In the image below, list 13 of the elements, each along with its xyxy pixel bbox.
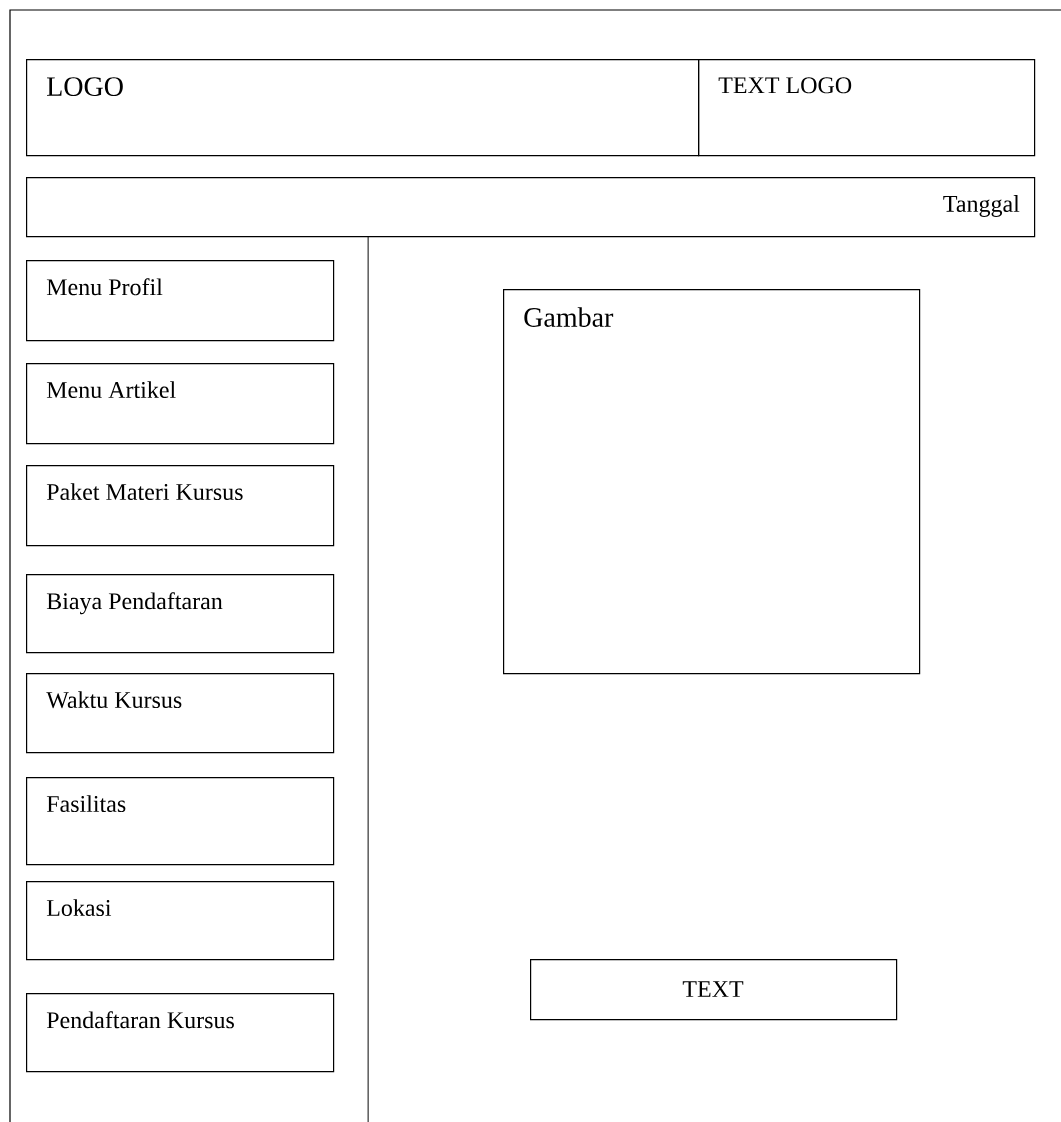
menu-button: Biaya Pendaftaran	[26, 574, 335, 654]
menu-button: Paket Materi Kursus	[26, 465, 335, 547]
menu-button: Lokasi	[26, 881, 335, 961]
header-cell: TEXT LOGO	[698, 59, 1036, 157]
menu-button: Menu Artikel	[26, 363, 335, 445]
menu-button: Pendaftaran Kursus	[26, 993, 335, 1073]
menu-button: Fasilitas	[26, 777, 335, 866]
date-bar: Tanggal	[26, 177, 1036, 238]
picture-box: Gambar	[503, 289, 921, 675]
header-cell: LOGO	[26, 59, 700, 157]
menu-button: Waktu Kursus	[26, 673, 335, 754]
text-box: TEXT	[530, 959, 898, 1021]
menu-button: Menu Profil	[26, 260, 335, 342]
